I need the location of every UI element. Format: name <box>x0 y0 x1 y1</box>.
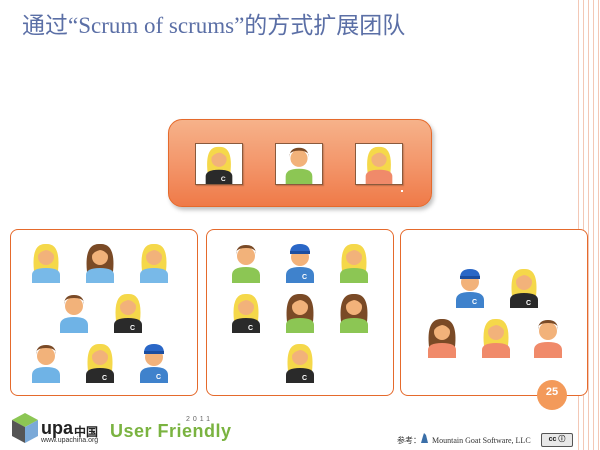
person-blonde-green-icon <box>331 241 377 283</box>
person-blonde-blue-icon <box>23 241 69 283</box>
person-brownhair-blue-icon <box>77 241 123 283</box>
upa-logo-icon <box>12 413 38 443</box>
scrum-of-scrums-team <box>168 119 432 207</box>
upa-logo-text: upa <box>41 418 74 438</box>
person-man-green-icon <box>223 241 269 283</box>
person-brownhair-green-icon <box>331 291 377 333</box>
team-box-right <box>400 229 588 396</box>
upa-logo-cn: 中国 <box>74 425 99 439</box>
person-blonde-red-icon <box>473 316 519 358</box>
mountain-goat-icon <box>421 433 428 443</box>
person-man-blue-icon <box>51 291 97 333</box>
representative-man-green-icon <box>275 143 323 185</box>
slide-title: 通过“Scrum of scrums”的方式扩展团队 <box>22 13 406 38</box>
person-blonde-black-icon <box>77 341 123 383</box>
upa-url: www.upachina.org <box>41 437 99 444</box>
person-blonde-black-icon <box>277 341 323 383</box>
reference-label: 参考： <box>397 436 421 445</box>
user-friendly-year: 2011 <box>186 416 214 423</box>
person-man-blue-icon <box>23 341 69 383</box>
page-number-badge: 25 <box>537 380 567 410</box>
person-capped-blue-icon <box>131 341 177 383</box>
creative-commons-badge: cc ⓘ <box>541 433 573 447</box>
person-capped-blue-icon <box>447 266 493 308</box>
person-man-red-icon <box>525 316 571 358</box>
representative-blonde-red-icon <box>355 143 403 185</box>
person-capped-blue-icon <box>277 241 323 283</box>
reference-text: Mountain Goat Software, LLC <box>432 436 531 445</box>
person-brownhair-green-icon <box>277 291 323 333</box>
person-blonde-black-icon <box>105 291 151 333</box>
team-box-middle <box>206 229 394 396</box>
person-blonde-black-icon <box>223 291 269 333</box>
decorative-dot <box>401 190 403 192</box>
person-blonde-black-icon <box>501 266 547 308</box>
team-box-left <box>10 229 198 396</box>
representative-blonde-black-icon <box>195 143 243 185</box>
person-brownhair-red-icon <box>419 316 465 358</box>
person-blonde-blue-icon <box>131 241 177 283</box>
user-friendly-logo: User Friendly <box>110 421 232 441</box>
